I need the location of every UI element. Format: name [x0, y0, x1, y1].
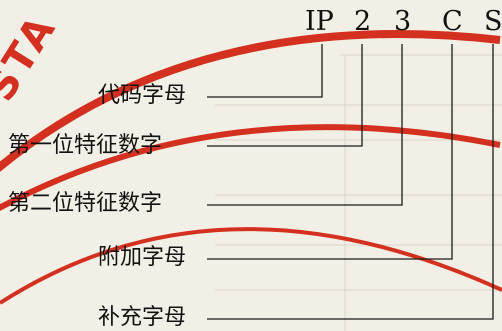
- leader-line-code-letters: [207, 44, 323, 98]
- code-supplementary-letter: S: [484, 6, 502, 37]
- leader-line-additional-letter: [207, 44, 453, 260]
- label-second-characteristic-digit: 第二位特征数字: [8, 191, 163, 216]
- label-code-letters: 代码字母: [98, 83, 187, 108]
- code-second-digit: 3: [394, 6, 412, 37]
- show-through-lines: [215, 54, 502, 331]
- code-first-digit: 2: [354, 6, 372, 37]
- code-additional-letter: C: [442, 6, 463, 37]
- label-first-characteristic-digit: 第一位特征数字: [8, 133, 163, 158]
- code-ip: IP: [305, 6, 334, 37]
- label-supplementary-letter: 补充字母: [98, 305, 187, 330]
- leader-line-second-digit: [207, 44, 403, 206]
- stamp-arcs: [0, 30, 502, 305]
- stamp-lettering: STA: [0, 6, 66, 109]
- label-additional-letter: 附加字母: [98, 245, 187, 270]
- leader-line-first-digit: [207, 44, 363, 147]
- leader-line-supplementary-letter: [207, 44, 494, 320]
- leader-lines: [207, 44, 494, 320]
